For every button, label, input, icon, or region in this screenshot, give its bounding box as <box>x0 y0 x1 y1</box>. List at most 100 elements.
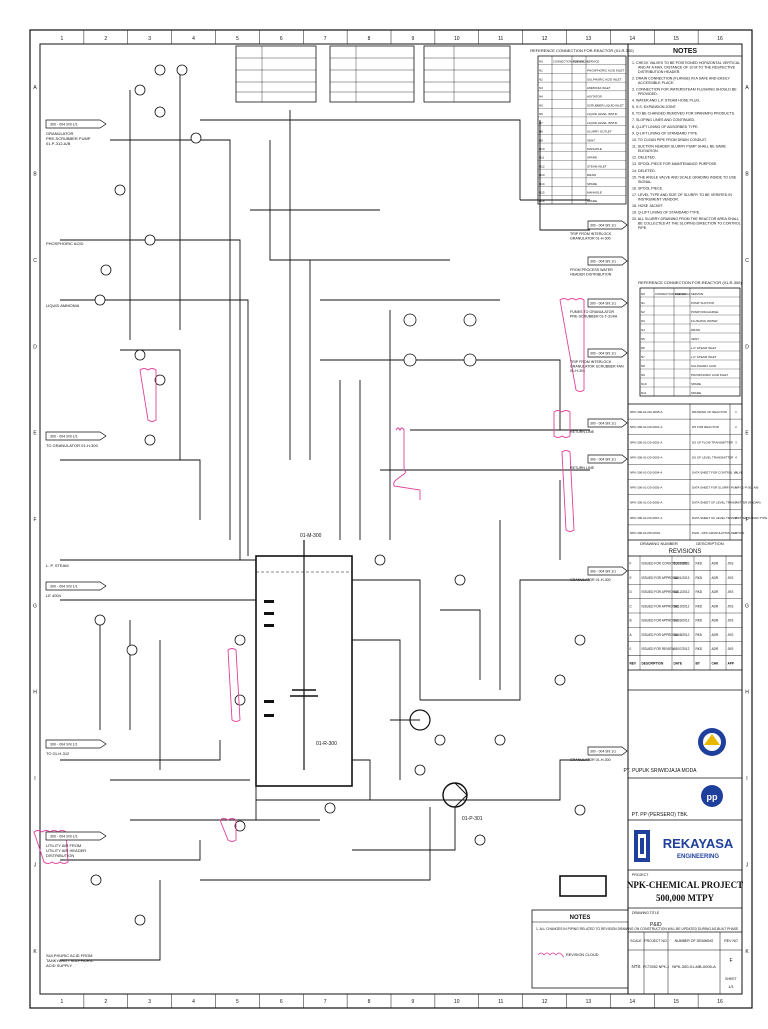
ref-table-cell: N1 <box>539 69 543 73</box>
drawing-list-number: NPK-300-01-DS-0001-A <box>630 425 662 429</box>
offpage-connector-left <box>45 431 107 441</box>
revision-cell: ISSUED FOR REVIEW <box>642 647 675 651</box>
equipment-data-boxes <box>235 45 511 103</box>
drawing-list-number: NPK-300-01-PID-0001 <box>630 531 661 535</box>
offpage-connector-right <box>587 454 628 464</box>
connector-ref: 300 - 004 Sht 1/1 <box>590 352 616 356</box>
title-block: PT. PUPUK SRIWIDJAJA MODA pp PT. PP (PER… <box>623 689 743 994</box>
scale-value: NTS <box>632 964 641 969</box>
connector-label: LE 4004 <box>46 593 62 598</box>
ref-table-cell: N5 <box>641 337 645 341</box>
column-label: 3 <box>148 999 151 1005</box>
offpage-connector-right <box>587 746 628 756</box>
reference-drawing-list: DRAWING NUMBER DESCRIPTION NPK-300-01-MA… <box>627 403 768 546</box>
column-label: 6 <box>280 36 283 42</box>
connector-label: RETURN LINE <box>570 430 595 434</box>
ref-table-cell: SPARE <box>691 391 701 395</box>
revision-cell: ISSUED FOR APPROVAL <box>642 604 679 608</box>
note-item: 20. ALL SLURRY DRAINING FROM THE REACTOR… <box>632 217 741 230</box>
offpage-connector-right <box>587 418 628 428</box>
ref-table-cell: N7 <box>641 355 645 359</box>
notes-panel: NOTES 1. CHECK VALVES TO BE POSITIONED H… <box>628 48 742 230</box>
ref-table-cell: PHOSPHORIC ACID INLET <box>587 69 625 73</box>
rev-label: REV NO <box>724 939 738 943</box>
drawing-list-index: 9 <box>735 531 737 535</box>
connector-label: LIQUID AMMONIA <box>46 303 80 308</box>
offpage-connector-left <box>45 119 107 129</box>
notes-list: 1. CHECK VALVES TO BE POSITIONED HORIZON… <box>632 61 741 230</box>
ref-table-cell: N12 <box>539 164 545 168</box>
revision-cell: B <box>630 619 632 623</box>
revision-cell: RKD <box>696 590 703 594</box>
row-label: A <box>33 85 37 91</box>
revision-cell: 20/08/2012 <box>674 633 690 637</box>
column-label: 4 <box>192 36 195 42</box>
column-label: 14 <box>630 999 636 1005</box>
revision-cell: ISSUED FOR APPROVAL <box>642 576 679 580</box>
reference-connection-table-2: REFERENCE CONNECTION FOR-REACTOR (01-R-3… <box>638 280 742 397</box>
ref-table-1-title: REFERENCE CONNECTION FOR-REACTOR (01-R-3… <box>530 48 634 53</box>
ref-table-cell: FLUSHING WATER <box>691 319 718 323</box>
row-label: C <box>33 258 37 264</box>
revision-cell: 21/09/2012 <box>674 619 690 623</box>
revision-header: REV <box>630 661 637 665</box>
revision-cell: 0 <box>630 647 632 651</box>
row-label: H <box>33 690 37 696</box>
row-label: I <box>746 776 747 782</box>
ref-table-cell: N4 <box>641 328 645 332</box>
revision-cell: ADR <box>712 604 719 608</box>
ref-table-cell: N6 <box>641 346 645 350</box>
column-label: 1 <box>61 999 64 1005</box>
revision-cell: JKS <box>728 562 734 566</box>
ref-table-cell: N10 <box>641 382 647 386</box>
bottom-note-2: REVISION CLOUD <box>566 953 599 957</box>
ref-table-cell: N6 <box>539 112 543 116</box>
ref-table-cell: N16 <box>539 199 545 203</box>
note-item: 8. Q-LIFT LINING OF ADSORBED TYPE. <box>632 125 699 129</box>
drawing-title: P&ID <box>650 922 662 928</box>
drawing-list-number: NPK-300-01-DS-0004-A <box>630 471 662 475</box>
ref-table-cell: AMMONIA INLET <box>587 86 611 90</box>
drawing-list-index: 1 <box>735 410 737 414</box>
ref-table-cell: N14 <box>539 182 545 186</box>
note-item: 3. CONNECTION FOR WATER/STEAM FLUSHING S… <box>632 87 737 95</box>
revision-cell: 18/07/2012 <box>674 647 690 651</box>
revision-cell: RKD <box>696 576 703 580</box>
revision-header: BY <box>696 661 701 665</box>
note-item: 14. DELETED. <box>632 169 656 173</box>
row-label: F <box>745 517 748 523</box>
connector-label: GRANULATOR 01-H-300 <box>570 758 611 762</box>
revision-cell: ISSUED FOR APPROVAL <box>642 633 679 637</box>
revision-header: CHK <box>712 661 720 665</box>
column-label: 15 <box>673 999 679 1005</box>
column-label: 10 <box>454 999 460 1005</box>
connector-label: PHOSPHORIC ACID <box>46 241 83 246</box>
ref-table-cell: SPARE <box>587 156 597 160</box>
ref-table-cell: VENT <box>587 138 595 142</box>
note-item: 7. SLOPING LINES AND CONTINUED. <box>632 118 695 122</box>
consultant-name: REKAYASA <box>663 836 734 851</box>
drawing-list-index: 6 <box>735 486 737 490</box>
ref-table-cell: N4 <box>539 95 543 99</box>
column-label: 10 <box>454 36 460 42</box>
note-item: 6. TO BE CHANGED REMOVED FOR SPAN/MFG PR… <box>632 112 735 116</box>
ref-table-cell: N3 <box>539 86 543 90</box>
column-label: 9 <box>412 36 415 42</box>
ref-table-cell: SCRUBBER LIQUID INLET <box>587 103 624 107</box>
connector-ref: 300 - 004 Sht 1/1 <box>590 750 616 754</box>
row-label: E <box>745 431 749 437</box>
column-label: 1 <box>61 36 64 42</box>
row-label: G <box>33 603 37 609</box>
column-label: 13 <box>586 36 592 42</box>
row-label: K <box>745 949 749 955</box>
ref-table-cell: N9 <box>539 138 543 142</box>
